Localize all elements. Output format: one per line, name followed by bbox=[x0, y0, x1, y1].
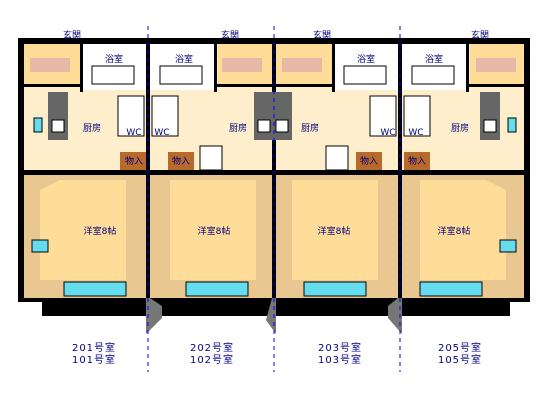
room-floor-205 bbox=[420, 180, 506, 280]
kitchen-label-202: 厨房 bbox=[229, 122, 247, 134]
kitchen-label-203: 厨房 bbox=[301, 122, 319, 134]
wall-202c bbox=[150, 170, 272, 175]
bathtub-205 bbox=[411, 65, 455, 85]
counter-205 bbox=[480, 92, 500, 140]
closet-label-205: 物入 bbox=[408, 155, 426, 167]
entrance-label-205: 玄関 bbox=[471, 29, 489, 41]
wall-203c bbox=[276, 170, 398, 175]
unit-label-lower: 102号室 bbox=[189, 355, 235, 366]
room-label-203: 洋室8帖 bbox=[318, 225, 351, 237]
wc-202 bbox=[151, 95, 179, 137]
bathtub-203 bbox=[343, 65, 387, 85]
wall-203b bbox=[276, 84, 334, 87]
room-label-205: 洋室8帖 bbox=[438, 225, 471, 237]
wc-203 bbox=[369, 95, 397, 137]
kitchen-label-201: 厨房 bbox=[83, 122, 101, 134]
sink-201 bbox=[51, 119, 65, 133]
unit-label-upper: 202号室 bbox=[189, 343, 235, 354]
entrance-label-203: 玄関 bbox=[313, 29, 331, 41]
window-201-side bbox=[31, 239, 49, 253]
wc-205 bbox=[403, 95, 431, 137]
bathtub-201 bbox=[91, 65, 135, 85]
bath-label-203: 浴室 bbox=[357, 53, 375, 65]
washbasin-202 bbox=[199, 145, 223, 171]
wall-205a bbox=[466, 44, 469, 92]
closet-201 bbox=[120, 152, 146, 170]
shoebox-205 bbox=[476, 58, 516, 72]
window-205-front bbox=[419, 281, 483, 297]
unit-label-lower: 103号室 bbox=[317, 355, 363, 366]
unit-203: 玄関 浴室 厨房 WC 物入 洋室8帖 bbox=[272, 29, 398, 298]
window-205-kitchen bbox=[507, 117, 517, 133]
unit-label-lower: 101号室 bbox=[71, 355, 117, 366]
wall-201a bbox=[80, 44, 83, 92]
unit-label-1: 201号室 101号室 bbox=[54, 343, 134, 367]
unit-label-upper: 203号室 bbox=[317, 343, 363, 354]
kitchen-label-205: 厨房 bbox=[451, 122, 469, 134]
room-label-201: 洋室8帖 bbox=[84, 225, 117, 237]
window-201-kitchen bbox=[33, 117, 43, 133]
unit-label-upper: 205号室 bbox=[437, 343, 483, 354]
closet-label-202: 物入 bbox=[172, 155, 190, 167]
partition-wedge-1 bbox=[146, 298, 162, 334]
room-floor-202 bbox=[170, 180, 256, 280]
closet-203 bbox=[356, 152, 382, 170]
closet-label-203: 物入 bbox=[360, 155, 378, 167]
unit-202: 玄関 浴室 厨房 WC 物入 洋室8帖 bbox=[150, 29, 274, 298]
wc-201 bbox=[117, 95, 145, 137]
window-203-front bbox=[303, 281, 367, 297]
wc-label-202: WC bbox=[154, 128, 169, 138]
wc-label-203: WC bbox=[380, 128, 395, 138]
wall-202b bbox=[214, 84, 272, 87]
unit-label-3: 203号室 103号室 bbox=[300, 343, 380, 367]
closet-202 bbox=[168, 152, 194, 170]
partition-wedge-3 bbox=[388, 298, 402, 334]
wall-202a bbox=[214, 44, 217, 92]
room-label-202: 洋室8帖 bbox=[198, 225, 231, 237]
wc-label-205: WC bbox=[408, 128, 423, 138]
wall-205b bbox=[466, 84, 524, 87]
entrance-label-202: 玄関 bbox=[221, 29, 239, 41]
shoebox-202 bbox=[222, 58, 262, 72]
closet-label-201: 物入 bbox=[125, 155, 143, 167]
sink-203 bbox=[275, 119, 289, 133]
entrance-label-201: 玄関 bbox=[63, 29, 81, 41]
unit-label-upper: 201号室 bbox=[71, 343, 117, 354]
unit-label-lower: 105号室 bbox=[437, 355, 483, 366]
counter-201 bbox=[48, 92, 68, 140]
wall-201c bbox=[24, 170, 146, 175]
washbasin-203 bbox=[325, 145, 349, 171]
wall-201b bbox=[24, 84, 82, 87]
bath-label-205: 浴室 bbox=[425, 53, 443, 65]
bathtub-202 bbox=[159, 65, 203, 85]
unit-205: 玄関 浴室 厨房 WC 物入 洋室8帖 bbox=[402, 29, 524, 298]
shoebox-203 bbox=[282, 58, 322, 72]
sink-205 bbox=[483, 119, 497, 133]
counter-202 bbox=[254, 92, 274, 140]
unit-label-2: 202号室 102号室 bbox=[172, 343, 252, 367]
window-202-front bbox=[185, 281, 249, 297]
shoebox-201 bbox=[30, 58, 70, 72]
sink-202 bbox=[257, 119, 271, 133]
unit-label-4: 205号室 105号室 bbox=[420, 343, 500, 367]
bath-label-201: 浴室 bbox=[105, 53, 123, 65]
bath-label-202: 浴室 bbox=[175, 53, 193, 65]
closet-205 bbox=[404, 152, 430, 170]
wall-205c bbox=[402, 170, 524, 175]
window-201-front bbox=[63, 281, 127, 297]
window-205-side bbox=[499, 239, 517, 253]
wc-label-201: WC bbox=[126, 128, 141, 138]
wall-203a bbox=[332, 44, 335, 92]
unit-201: 玄関 浴室 厨房 WC 物入 洋室8帖 bbox=[24, 29, 146, 298]
counter-203 bbox=[272, 92, 292, 140]
room-floor-201 bbox=[40, 180, 126, 280]
room-floor-203 bbox=[292, 180, 378, 280]
